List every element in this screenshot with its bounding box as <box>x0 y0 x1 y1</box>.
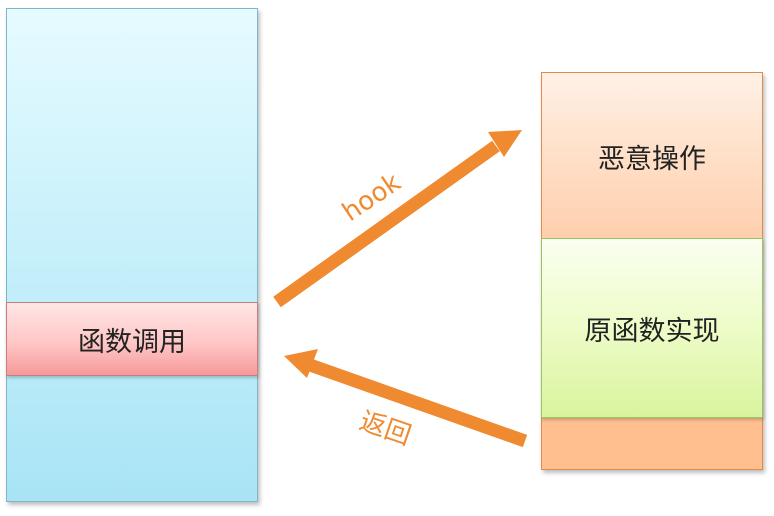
return-arrow <box>284 349 528 448</box>
original-function-box: 原函数实现 <box>541 238 763 418</box>
malicious-operation-label: 恶意操作 <box>598 143 706 175</box>
malicious-operation-box: 恶意操作 <box>541 72 763 240</box>
caller-stack <box>6 8 258 502</box>
function-call-label: 函数调用 <box>78 326 186 358</box>
return-label: 返回 <box>356 406 415 451</box>
original-function-label: 原函数实现 <box>584 315 720 347</box>
hook-arrow <box>273 130 522 308</box>
function-call-box: 函数调用 <box>6 302 258 376</box>
